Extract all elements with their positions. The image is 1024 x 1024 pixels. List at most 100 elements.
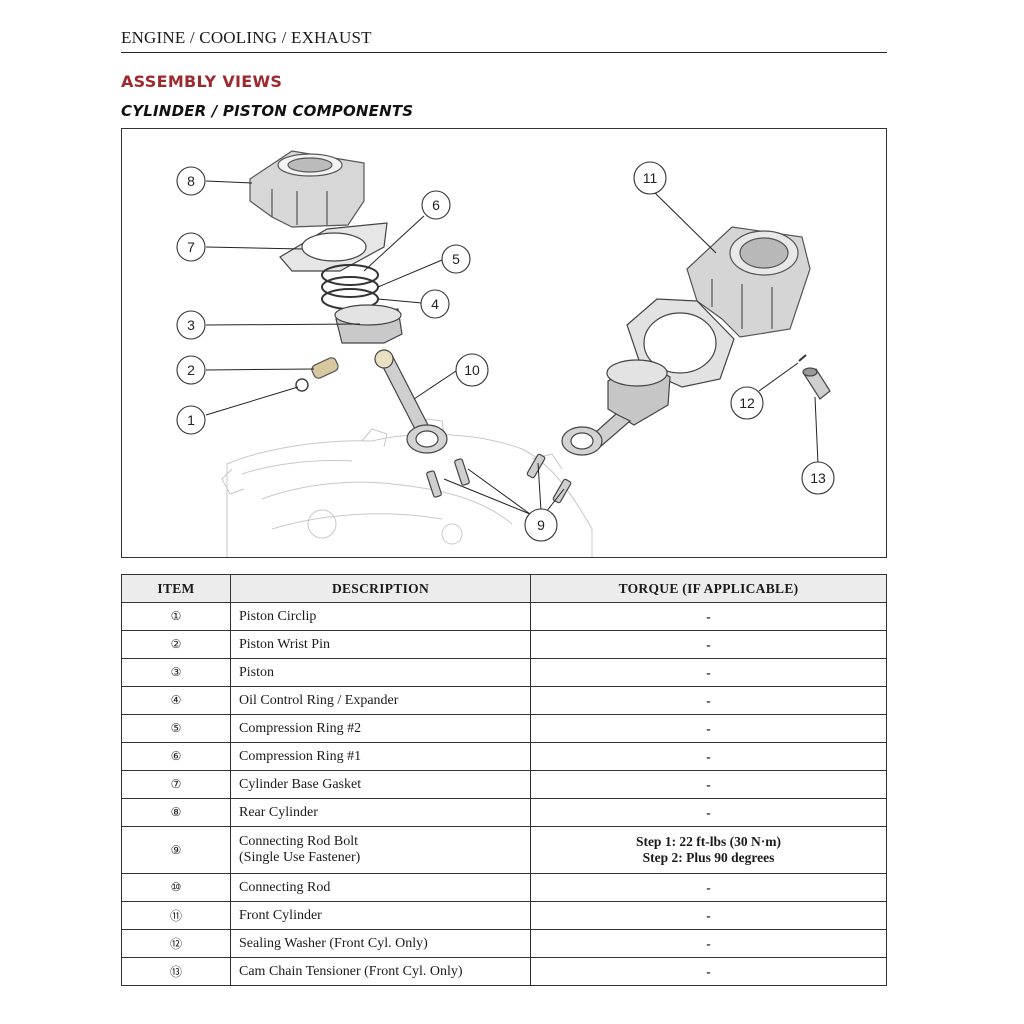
item-number: ⑫: [121, 929, 231, 958]
item-number: ⑧: [121, 798, 231, 827]
item-torque: -: [530, 686, 887, 715]
svg-text:13: 13: [810, 470, 826, 486]
front-cylinder-drawing: [686, 226, 811, 338]
svg-text:1: 1: [187, 412, 195, 428]
item-number: ①: [121, 602, 231, 631]
table-row: ② Piston Wrist Pin -: [121, 630, 887, 659]
callout-12: 12: [730, 386, 764, 420]
item-number: ④: [121, 686, 231, 715]
item-torque: -: [530, 770, 887, 799]
item-description: Connecting Rod: [230, 873, 531, 902]
callout-8: 8: [176, 166, 206, 196]
table-row: ⑤ Compression Ring #2 -: [121, 714, 887, 743]
sealing-washer-drawing: [798, 354, 807, 362]
assembly-diagram: 8 7 6 5 4 3 2 1 10 11 12 13 9: [121, 128, 887, 558]
circlip-drawing: [295, 378, 309, 392]
callout-3: 3: [176, 310, 206, 340]
callout-1: 1: [176, 405, 206, 435]
item-number: ②: [121, 630, 231, 659]
item-description: Cylinder Base Gasket: [230, 770, 531, 799]
connecting-rod-bolts-drawing: [426, 453, 572, 504]
callout-4: 4: [420, 289, 450, 319]
item-number: ⑩: [121, 873, 231, 902]
section-title: ASSEMBLY VIEWS: [121, 72, 283, 91]
base-gasket-drawing: [279, 222, 388, 272]
svg-text:8: 8: [187, 173, 195, 189]
rear-cylinder-drawing: [249, 150, 365, 228]
item-torque: -: [530, 957, 887, 986]
item-torque: -: [530, 602, 887, 631]
table-row: ⑥ Compression Ring #1 -: [121, 742, 887, 771]
exploded-view-illustration: 8 7 6 5 4 3 2 1 10 11 12 13 9: [176, 150, 835, 557]
item-torque: -: [530, 714, 887, 743]
callout-5: 5: [441, 244, 471, 274]
item-number: ⑥: [121, 742, 231, 771]
item-torque: -: [530, 798, 887, 827]
item-number: ⑪: [121, 901, 231, 930]
item-torque: -: [530, 901, 887, 930]
svg-text:12: 12: [739, 395, 755, 411]
callout-6: 6: [421, 190, 451, 220]
item-description: Sealing Washer (Front Cyl. Only): [230, 929, 531, 958]
item-torque: -: [530, 658, 887, 687]
table-row: ⑧ Rear Cylinder -: [121, 798, 887, 827]
connecting-rod-drawing: [374, 349, 448, 454]
item-number: ③: [121, 658, 231, 687]
torque-step-2: Step 2: Plus 90 degrees: [642, 850, 775, 865]
table-row: ⑦ Cylinder Base Gasket -: [121, 770, 887, 799]
callout-leader-lines: [205, 180, 819, 515]
table-row: ① Piston Circlip -: [121, 602, 887, 631]
table-row: ⑨ Connecting Rod Bolt (Single Use Fasten…: [121, 826, 887, 874]
item-description: Piston: [230, 658, 531, 687]
callout-13: 13: [801, 461, 835, 495]
item-torque: -: [530, 873, 887, 902]
item-description: Compression Ring #2: [230, 714, 531, 743]
column-header-description: DESCRIPTION: [230, 574, 531, 603]
table-row: ⑬ Cam Chain Tensioner (Front Cyl. Only) …: [121, 957, 887, 986]
item-description-note: (Single Use Fastener): [239, 850, 361, 865]
callout-2: 2: [176, 355, 206, 385]
item-description: Oil Control Ring / Expander: [230, 686, 531, 715]
page-header-title: ENGINE / COOLING / EXHAUST: [121, 28, 372, 47]
item-description: Compression Ring #1: [230, 742, 531, 771]
parts-table: ITEM DESCRIPTION TORQUE (IF APPLICABLE) …: [121, 574, 887, 986]
table-header-row: ITEM DESCRIPTION TORQUE (IF APPLICABLE): [121, 574, 887, 603]
item-number: ⑬: [121, 957, 231, 986]
torque-step-1: Step 1: 22 ft-lbs (30 N·m): [635, 834, 782, 849]
svg-text:2: 2: [187, 362, 195, 378]
callout-10: 10: [455, 353, 489, 387]
callout-11: 11: [633, 161, 667, 195]
item-description-line: Connecting Rod Bolt: [239, 834, 358, 849]
item-number: ⑨: [121, 826, 231, 874]
cam-chain-tensioner-drawing: [802, 367, 831, 400]
svg-text:10: 10: [464, 362, 480, 378]
table-row: ⑩ Connecting Rod -: [121, 873, 887, 902]
svg-text:9: 9: [537, 517, 545, 533]
item-torque: -: [530, 929, 887, 958]
svg-text:11: 11: [643, 170, 658, 186]
svg-text:3: 3: [187, 317, 195, 333]
item-number: ⑤: [121, 714, 231, 743]
item-description: Piston Circlip: [230, 602, 531, 631]
piston-drawing: [334, 304, 403, 344]
table-row: ③ Piston -: [121, 658, 887, 687]
table-row: ④ Oil Control Ring / Expander -: [121, 686, 887, 715]
subsection-title: CYLINDER / PISTON COMPONENTS: [121, 102, 414, 120]
item-description: Front Cylinder: [230, 901, 531, 930]
header-divider: [121, 52, 887, 53]
item-number: ⑦: [121, 770, 231, 799]
item-description: Rear Cylinder: [230, 798, 531, 827]
svg-text:4: 4: [431, 296, 439, 312]
front-piston-rod-drawing: [561, 359, 671, 456]
item-torque: -: [530, 630, 887, 659]
callout-7: 7: [176, 232, 206, 262]
svg-text:6: 6: [432, 197, 440, 213]
callout-9: 9: [524, 508, 558, 542]
item-torque: -: [530, 742, 887, 771]
svg-text:5: 5: [452, 251, 460, 267]
table-row: ⑪ Front Cylinder -: [121, 901, 887, 930]
item-torque: Step 1: 22 ft-lbs (30 N·m) Step 2: Plus …: [530, 826, 887, 874]
item-description: Cam Chain Tensioner (Front Cyl. Only): [230, 957, 531, 986]
table-row: ⑫ Sealing Washer (Front Cyl. Only) -: [121, 929, 887, 958]
wrist-pin-drawing: [311, 357, 339, 379]
